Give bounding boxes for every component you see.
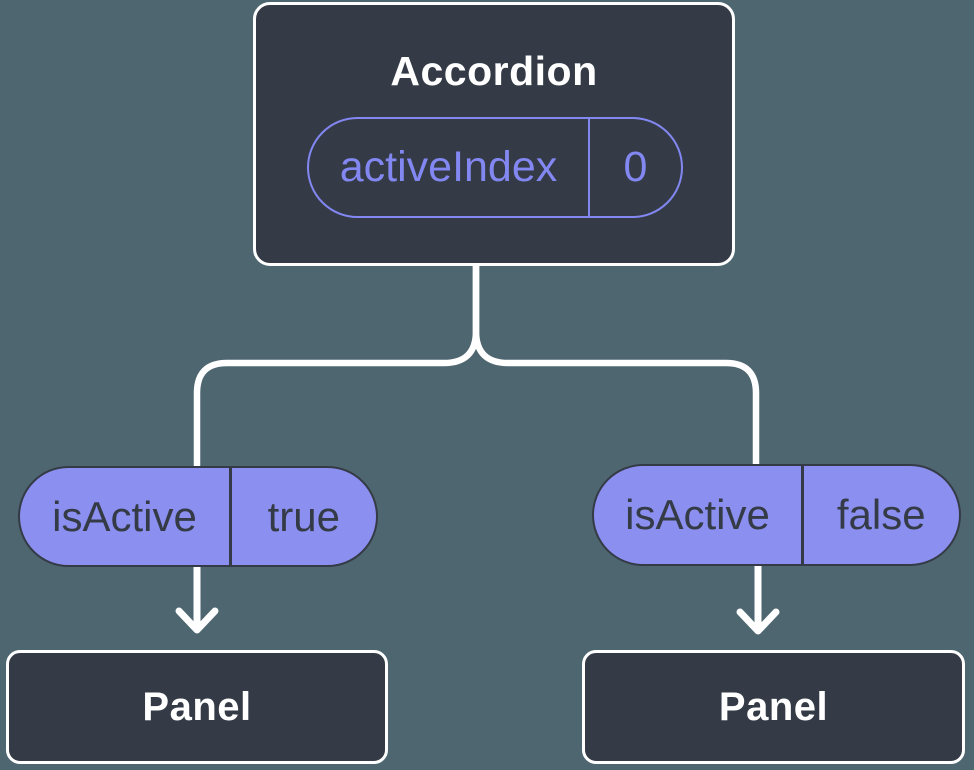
prop-value: true xyxy=(267,492,340,540)
arrow-right-icon xyxy=(736,558,780,635)
prop-name-label: isActive xyxy=(52,492,197,540)
prop-pill-isactive-true: isActive true xyxy=(18,466,378,567)
prop-name-label: isActive xyxy=(625,491,770,538)
state-pill-activeindex: activeIndex 0 xyxy=(307,117,683,218)
prop-pill-divider xyxy=(229,468,232,565)
node-panel-left: Panel xyxy=(6,650,388,764)
node-accordion: Accordion activeIndex 0 xyxy=(253,2,735,266)
state-pill-divider xyxy=(588,119,590,216)
prop-pill-isactive-false: isActive false xyxy=(592,464,961,566)
connector-right-branch xyxy=(472,264,760,468)
node-panel-right: Panel xyxy=(582,650,965,764)
accordion-node-title: Accordion xyxy=(390,48,598,94)
arrow-left-icon xyxy=(175,559,219,634)
prop-pill-divider xyxy=(801,466,804,564)
state-value: 0 xyxy=(623,143,648,191)
state-name-label: activeIndex xyxy=(339,143,558,191)
panel-node-title: Panel xyxy=(718,684,829,729)
connector-left-branch xyxy=(193,264,480,470)
panel-node-title: Panel xyxy=(142,684,252,729)
prop-value: false xyxy=(836,491,926,538)
